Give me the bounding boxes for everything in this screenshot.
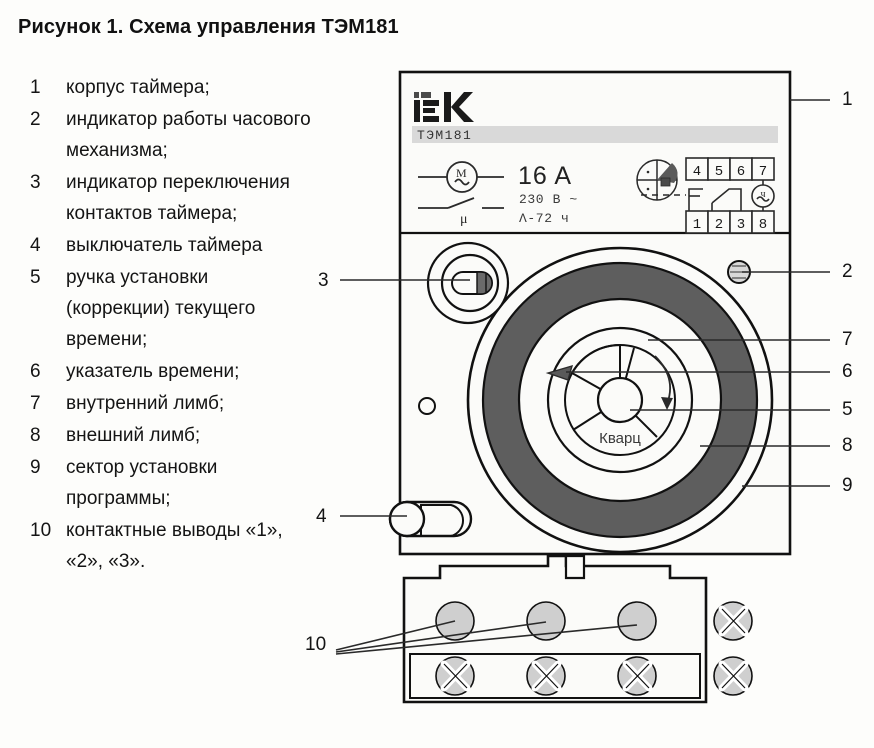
terminal-label: 1: [693, 217, 701, 233]
terminal-contact: [526, 601, 566, 641]
leader-lines: [335, 99, 830, 655]
callout-1: 1: [842, 89, 853, 110]
callout-6: 6: [842, 361, 853, 382]
terminal-label: 7: [759, 164, 767, 180]
rating-current: 16 A: [518, 162, 572, 190]
rating-voltage: 230 В ~: [519, 192, 578, 207]
timer-body-outline: [398, 70, 792, 556]
terminal-contact: [435, 601, 475, 641]
list-item: 10 контактные выводы «1», «2», «3».: [18, 515, 348, 577]
legend-item-label: внешний лимб;: [66, 425, 201, 446]
label-panel: ТЭМ181 М μ 16 A 230 В ~: [400, 92, 790, 235]
contact-indicator: [426, 241, 510, 325]
time-setting-knob[interactable]: [564, 343, 676, 456]
legend-item-number: 3: [30, 172, 41, 193]
motor-symbol-icon: [418, 161, 504, 193]
terminal-screw: [526, 656, 566, 696]
terminal-label: 5: [715, 164, 723, 180]
legend-item-label: сектор установки программы;: [66, 457, 218, 509]
legend-item-label: контактные выводы «1», «2», «3».: [66, 520, 283, 572]
iek-logo-icon: [414, 92, 474, 122]
terminal-label: 8: [759, 217, 767, 233]
time-pointer-arrow: [545, 364, 574, 381]
terminal-label: 6: [737, 164, 745, 180]
rotation-direction-arrow: [654, 355, 673, 410]
program-sector-ring: [466, 246, 774, 554]
list-item: 1 корпус таймера;: [18, 72, 348, 103]
timer-switch-lever[interactable]: [388, 500, 473, 538]
terminal-map-bottom-row: 1 2 3 8: [685, 210, 775, 234]
legend-list: 1 корпус таймера; 2 индикатор работы час…: [18, 72, 348, 578]
internal-wiring-diagram: [641, 180, 775, 211]
switch-symbol-icon: [418, 197, 504, 209]
list-item: 2 индикатор работы часового механизма;: [18, 104, 348, 166]
legend-item-number: 5: [30, 267, 41, 288]
switch-symbol-label: μ: [460, 212, 468, 227]
legend-item-label: индикатор работы часового механизма;: [66, 109, 311, 161]
terminal-screw: [713, 656, 753, 696]
legend-item-label: ручка установки (коррекции) текущего вре…: [66, 267, 256, 350]
list-item: 6 указатель времени;: [18, 356, 348, 387]
page-title: Рисунок 1. Схема управления ТЭМ181: [18, 16, 399, 38]
dial-brand-text: Кварц: [599, 430, 641, 447]
legend-item-number: 6: [30, 361, 41, 382]
legend-item-number: 8: [30, 425, 41, 446]
terminal-label: 2: [715, 217, 723, 233]
legend-item-number: 7: [30, 393, 41, 414]
legend-item-label: корпус таймера;: [66, 77, 210, 98]
terminal-block: [402, 554, 753, 704]
legend-item-label: выключатель таймера: [66, 235, 263, 256]
callout-9: 9: [842, 475, 853, 496]
lamp-symbol-label: ч: [760, 189, 765, 200]
legend-item-number: 4: [30, 235, 41, 256]
legend-item-number: 10: [30, 520, 52, 541]
legend-item-number: 2: [30, 109, 41, 130]
callout-8: 8: [842, 435, 853, 456]
legend-item-number: 1: [30, 77, 41, 98]
terminal-label: 3: [737, 217, 745, 233]
body-vent-hole: [418, 397, 436, 415]
rating-duration: Λ-72 ч: [519, 211, 569, 226]
list-item: 9 сектор установки программы;: [18, 452, 348, 514]
terminal-label: 4: [693, 164, 701, 180]
motor-symbol-label: М: [456, 166, 467, 180]
callout-7: 7: [842, 329, 853, 350]
legend-item-label: индикатор переключения контактов таймера…: [66, 172, 290, 224]
terminal-screw: [435, 656, 475, 696]
callout-10: 10: [305, 634, 327, 655]
list-item: 7 внутренний лимб;: [18, 388, 348, 419]
callout-5: 5: [842, 399, 853, 420]
outer-limb-ring: [517, 297, 723, 503]
list-item: 3 индикатор переключения контактов тайме…: [18, 167, 348, 229]
callout-4: 4: [316, 506, 327, 527]
legend-item-label: указатель времени;: [66, 361, 240, 382]
list-item: 5 ручка установки (коррекции) текущего в…: [18, 262, 348, 355]
terminal-map-top-row: 4 5 6 7: [685, 157, 775, 181]
callout-2: 2: [842, 261, 853, 282]
device-model-text: ТЭМ181: [417, 128, 472, 143]
terminal-screw: [713, 601, 753, 641]
legend-item-label: внутренний лимб;: [66, 393, 225, 414]
terminal-contact: [617, 601, 657, 641]
callout-3: 3: [318, 270, 329, 291]
inner-limb-ring: [546, 326, 694, 474]
clock-running-indicator: [727, 260, 751, 284]
legend-item-number: 9: [30, 457, 41, 478]
list-item: 4 выключатель таймера: [18, 230, 348, 261]
terminal-screw: [617, 656, 657, 696]
list-item: 8 внешний лимб;: [18, 420, 348, 451]
program-dial-icon: [636, 159, 678, 201]
